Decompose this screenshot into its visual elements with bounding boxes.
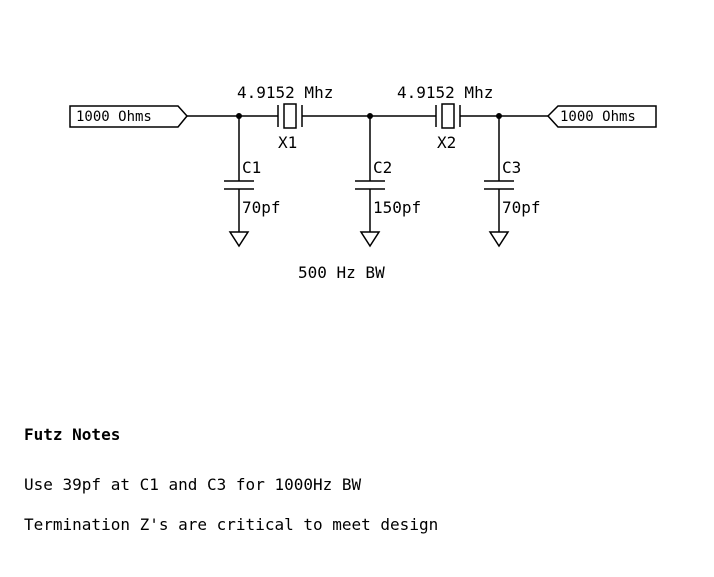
capacitor-c2-value: 150pf (373, 198, 421, 217)
left-port-label: 1000 Ohms (76, 109, 152, 125)
notes-line-2: Termination Z's are critical to meet des… (24, 515, 438, 534)
crystal-x2: 4.9152 Mhz X2 (397, 83, 493, 152)
left-port: 1000 Ohms (69, 105, 188, 128)
ground-symbol (359, 231, 381, 248)
crystal-x2-ref: X2 (437, 133, 456, 152)
notes-line-1: Use 39pf at C1 and C3 for 1000Hz BW (24, 475, 362, 494)
ground-symbol (488, 231, 510, 248)
crystal-x1-frequency: 4.9152 Mhz (237, 83, 333, 102)
right-port-label: 1000 Ohms (560, 109, 636, 125)
capacitor-c1: C1 70pf (224, 116, 281, 248)
right-port: 1000 Ohms (546, 105, 657, 128)
capacitor-c3-ref: C3 (502, 158, 521, 177)
capacitor-c1-ref: C1 (242, 158, 261, 177)
crystal-x1: 4.9152 Mhz X1 (237, 83, 333, 152)
capacitor-c2-ref: C2 (373, 158, 392, 177)
ground-symbol (228, 231, 250, 248)
capacitor-c3: C3 70pf (484, 116, 541, 248)
notes-title: Futz Notes (24, 425, 120, 444)
capacitor-c1-value: 70pf (242, 198, 281, 217)
capacitor-c2: C2 150pf (355, 116, 421, 248)
crystal-x1-ref: X1 (278, 133, 297, 152)
capacitor-c3-value: 70pf (502, 198, 541, 217)
bandwidth-label: 500 Hz BW (298, 263, 385, 282)
crystal-x2-frequency: 4.9152 Mhz (397, 83, 493, 102)
